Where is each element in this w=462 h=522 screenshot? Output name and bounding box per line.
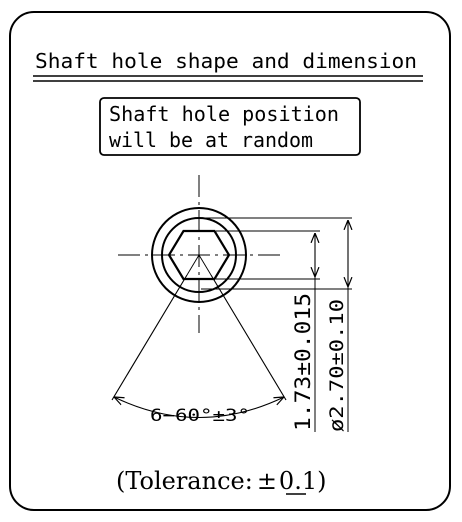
angle-leader-left (111, 274, 188, 401)
shaft-inner-circle (161, 217, 237, 293)
tolerance-prefix: (Tolerance: (116, 467, 253, 495)
shaft-outer-circle (151, 207, 247, 303)
tolerance-plusminus: ± (257, 467, 277, 495)
outer-frame (9, 11, 451, 511)
note-line-2: will be at random (109, 128, 313, 152)
tolerance-value: 0.1) (279, 467, 327, 495)
hex-radial-2 (198, 254, 212, 276)
across-flats-label: 1.73±0.015 (291, 293, 315, 431)
angle-dimension-label: 6−60°±3° (150, 406, 250, 426)
section-title: Shaft hole shape and dimension (35, 49, 417, 73)
tolerance-note: (Tolerance:±0.1) (116, 467, 326, 495)
diameter-label: ø2.70±0.10 (326, 299, 348, 432)
angle-leader-right (210, 274, 287, 401)
hexagon-hole (167, 229, 231, 281)
hex-radial-1 (186, 254, 200, 276)
note-line-1: Shaft hole position (109, 102, 339, 126)
note-box (99, 97, 361, 156)
angle-dimension-arc (114, 397, 284, 419)
